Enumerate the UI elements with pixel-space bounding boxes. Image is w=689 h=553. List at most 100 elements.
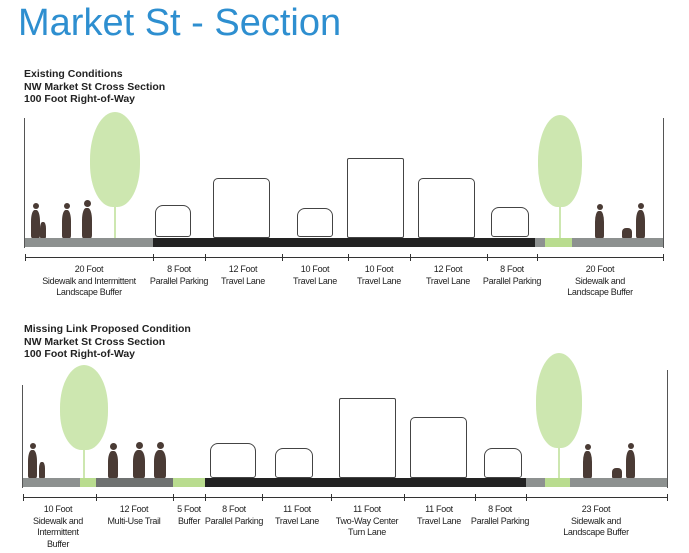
page-title: Market St - Section <box>18 2 342 44</box>
multi-use-trail <box>96 478 173 487</box>
segment-label: 23 Foot Sidewalk and Landscape Buffer <box>563 504 629 537</box>
landscape-buffer <box>80 478 96 487</box>
dimension-tick <box>667 494 668 501</box>
pedestrian-icon <box>638 203 644 209</box>
cyclist-icon <box>136 442 143 449</box>
cyclist-icon <box>154 450 166 478</box>
dimension-tick <box>153 254 154 261</box>
dimension-tick <box>663 254 664 261</box>
segment-label: 10 Foot Travel Lane <box>293 264 337 286</box>
row-boundary <box>22 385 23 488</box>
pedestrian-icon <box>583 451 592 478</box>
runner-icon <box>110 443 117 450</box>
sidewalk <box>526 478 667 487</box>
truck-icon <box>339 398 396 478</box>
bus-icon <box>410 417 467 478</box>
pedestrian-icon <box>31 210 40 238</box>
cyclist-icon <box>133 450 145 478</box>
segment-label: 8 Foot Parallel Parking <box>204 504 264 526</box>
row-boundary <box>667 370 668 488</box>
tree-icon <box>538 115 582 207</box>
bus-icon <box>213 178 270 238</box>
runner-icon <box>108 451 118 478</box>
dimension-tick <box>487 254 488 261</box>
dimension-tick <box>282 254 283 261</box>
existing-heading: Existing Conditions NW Market St Cross S… <box>24 68 166 105</box>
parked-car-icon <box>210 443 256 478</box>
dog-icon <box>612 468 622 478</box>
pedestrian-icon <box>82 208 92 238</box>
dimension-tick <box>404 494 405 501</box>
parked-car-icon <box>491 207 529 237</box>
dimension-tick <box>331 494 332 501</box>
dimension-tick <box>526 494 527 501</box>
row-boundary <box>663 118 664 248</box>
proposed-heading: Missing Link Proposed Condition NW Marke… <box>24 323 191 360</box>
segment-label: 5 Foot Buffer <box>177 504 201 526</box>
pedestrian-icon <box>33 203 39 209</box>
segment-label: 12 Foot Multi-Use Trail <box>107 504 161 526</box>
segment-label: 20 Foot Sidewalk and Intermittent Landsc… <box>42 264 136 297</box>
dimension-tick <box>475 494 476 501</box>
pedestrian-icon <box>636 210 645 238</box>
segment-label: 8 Foot Parallel Parking <box>149 264 209 286</box>
sidewalk <box>535 238 663 247</box>
segment-label: 12 Foot Travel Lane <box>221 264 265 286</box>
parked-car-icon <box>155 205 191 237</box>
landscape-buffer <box>545 238 572 247</box>
segment-label: 20 Foot Sidewalk and Landscape Buffer <box>567 264 633 297</box>
row-boundary <box>24 118 25 248</box>
segment-label: 8 Foot Parallel Parking <box>470 504 530 526</box>
pedestrian-icon <box>84 200 91 207</box>
tree-trunk <box>83 440 85 478</box>
bus-icon <box>418 178 475 238</box>
pedestrian-icon <box>30 443 36 449</box>
sidewalk <box>25 238 153 247</box>
parked-car-icon <box>484 448 522 478</box>
dimension-line <box>23 497 667 498</box>
segment-label: 10 Foot Travel Lane <box>357 264 401 286</box>
tree-icon <box>536 353 582 448</box>
dog-icon <box>622 228 632 238</box>
dimension-tick <box>262 494 263 501</box>
dimension-tick <box>205 254 206 261</box>
pedestrian-icon <box>28 450 37 478</box>
child-icon <box>39 462 45 478</box>
segment-label: 10 Foot Sidewalk and Intermittent Buffer <box>33 504 83 549</box>
segment-label: 11 Foot Two-Way Center Turn Lane <box>335 504 399 537</box>
car-icon <box>275 448 313 478</box>
dimension-tick <box>23 494 24 501</box>
segment-label: 11 Foot Travel Lane <box>417 504 461 526</box>
truck-icon <box>347 158 404 238</box>
buffer <box>173 478 205 487</box>
tree-icon <box>90 112 140 207</box>
car-icon <box>297 208 333 237</box>
roadway <box>205 478 526 487</box>
dimension-tick <box>205 494 206 501</box>
segment-label: 8 Foot Parallel Parking <box>482 264 542 286</box>
tree-trunk <box>559 200 561 238</box>
sidewalk <box>23 478 80 487</box>
pedestrian-icon <box>628 443 634 449</box>
roadway <box>153 238 535 247</box>
dimension-tick <box>348 254 349 261</box>
segment-label: 11 Foot Travel Lane <box>275 504 319 526</box>
dimension-tick <box>537 254 538 261</box>
pedestrian-icon <box>595 211 604 238</box>
child-icon <box>40 222 46 238</box>
dimension-tick <box>25 254 26 261</box>
cyclist-icon <box>157 442 164 449</box>
dimension-tick <box>173 494 174 501</box>
dimension-line <box>25 257 663 258</box>
pedestrian-icon <box>626 450 635 478</box>
pedestrian-icon <box>585 444 591 450</box>
landscape-buffer <box>545 478 570 487</box>
pedestrian-icon <box>62 210 71 238</box>
tree-trunk <box>558 440 560 478</box>
dimension-tick <box>410 254 411 261</box>
segment-label: 12 Foot Travel Lane <box>426 264 470 286</box>
tree-trunk <box>114 200 116 238</box>
dimension-tick <box>96 494 97 501</box>
tree-icon <box>60 365 108 450</box>
pedestrian-icon <box>597 204 603 210</box>
